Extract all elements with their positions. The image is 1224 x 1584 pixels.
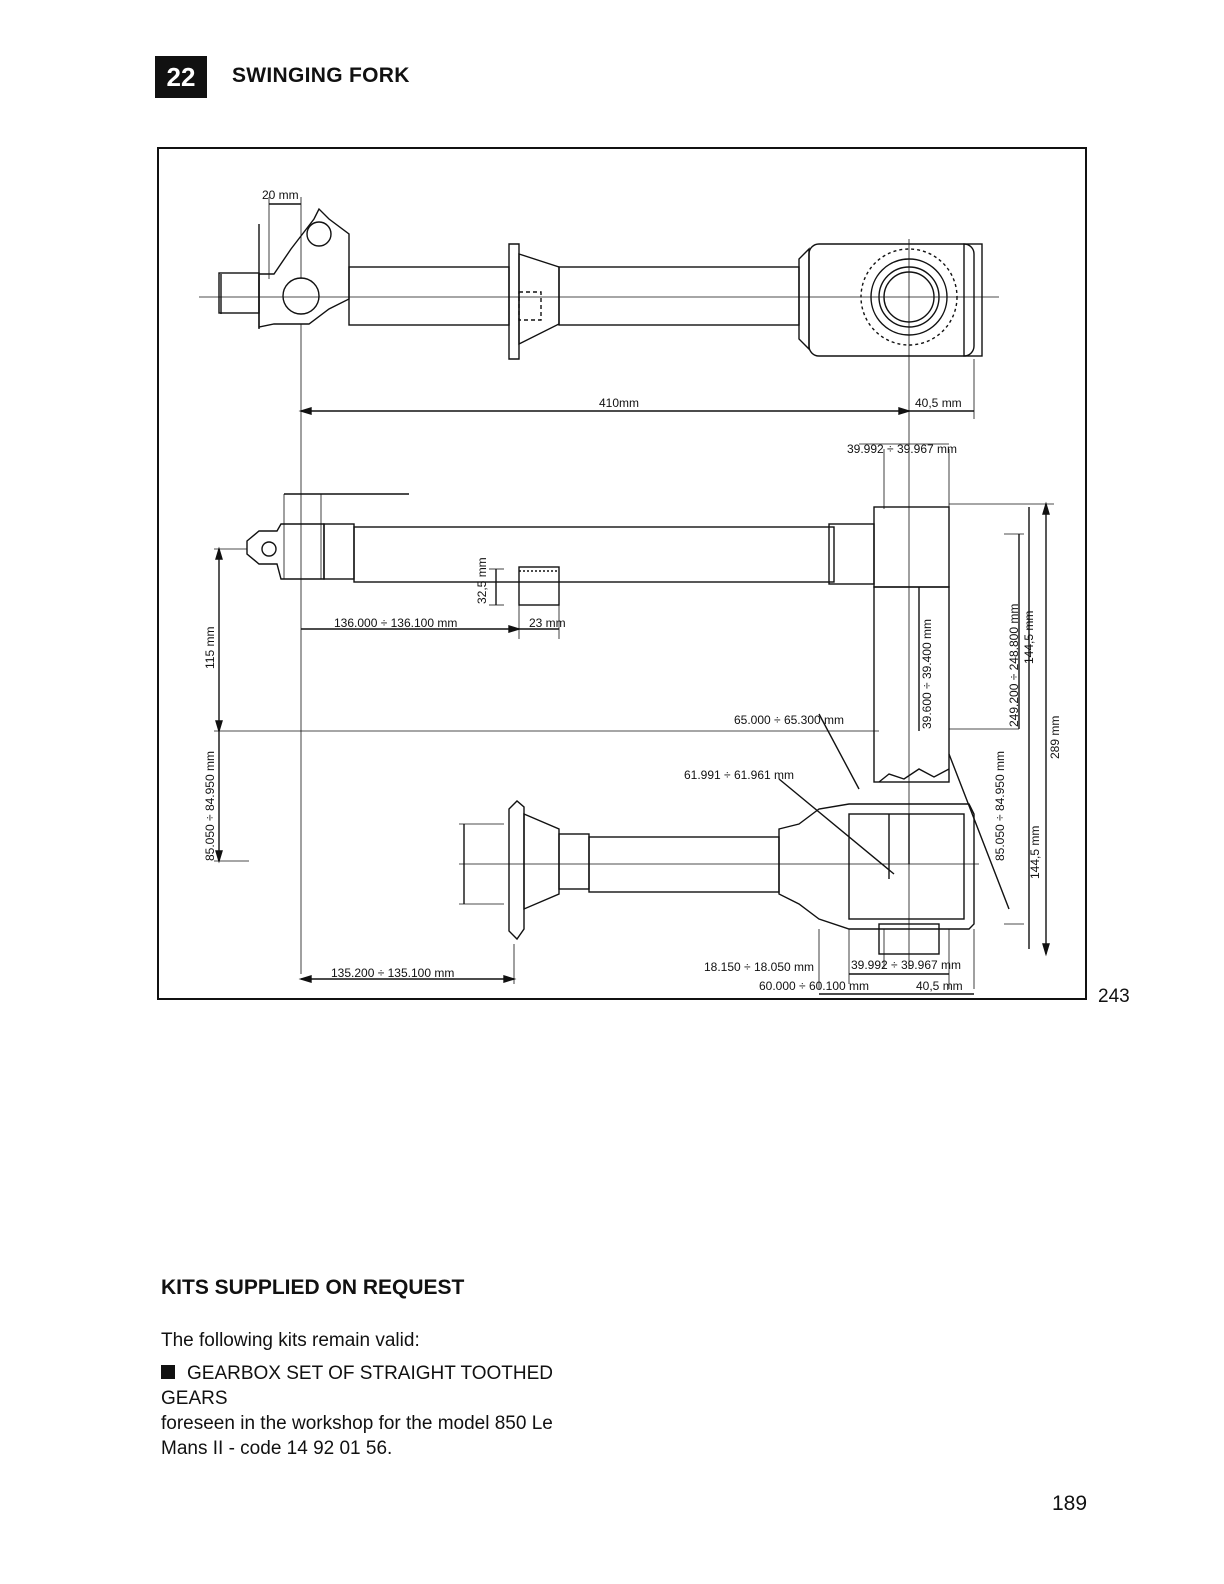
kit-item-description: foreseen in the workshop for the model 8… [161, 1413, 553, 1459]
dim-39992-bottom: 39.992 ÷ 39.967 mm [851, 958, 961, 972]
chapter-title: SWINGING FORK [232, 64, 410, 87]
upper-arm-top-view [199, 207, 999, 360]
bullet-square-icon [161, 1365, 175, 1379]
dim-20mm: 20 mm [262, 188, 299, 202]
dim-144-5-b: 144,5 mm [1028, 826, 1042, 879]
dim-18150: 18.150 ÷ 18.050 mm [704, 960, 814, 974]
figure-number: 243 [1098, 986, 1130, 1007]
dim-65000: 65.000 ÷ 65.300 mm [734, 713, 844, 727]
dim-23: 23 mm [529, 616, 566, 630]
page-number: 189 [1052, 1492, 1088, 1515]
dim-144-5-a: 144,5 mm [1022, 611, 1036, 664]
dim-60000: 60.000 ÷ 60.100 mm [759, 979, 869, 993]
chapter-number-badge: 22 [155, 56, 207, 98]
dim-32-5: 32,5 mm [475, 557, 489, 604]
lower-arm-view [459, 713, 1010, 955]
dim-115: 115 mm [203, 627, 217, 669]
kit-item-title: GEARBOX SET OF STRAIGHT TOOTHED GEARS [161, 1363, 553, 1409]
upper-arm-side-view [246, 493, 950, 783]
dim-410mm: 410mm [599, 396, 639, 410]
dim-135200: 135.200 ÷ 135.100 mm [331, 966, 454, 980]
dim-61991: 61.991 ÷ 61.961 mm [684, 768, 794, 782]
dim-39992-top: 39.992 ÷ 39.967 mm [847, 442, 957, 456]
dim-249200: 249.200 ÷ 248.800 mm [1007, 604, 1021, 727]
kit-list-item: GEARBOX SET OF STRAIGHT TOOTHED GEARS fo… [161, 1361, 601, 1461]
kits-intro: The following kits remain valid: [161, 1330, 420, 1351]
technical-drawing-svg: 20 mm 410mm 40,5 mm 39.992 ÷ 39.967 mm 3… [199, 188, 1062, 995]
dim-85050-left: 85.050 ÷ 84.950 mm [203, 751, 217, 861]
dim-39600: 39.600 ÷ 39.400 mm [920, 619, 934, 729]
swinging-fork-drawing: 20 mm 410mm 40,5 mm 39.992 ÷ 39.967 mm 3… [157, 147, 1087, 1000]
dim-85050-right: 85.050 ÷ 84.950 mm [993, 751, 1007, 861]
dim-136: 136.000 ÷ 136.100 mm [334, 616, 457, 630]
dim-40-5-bottom: 40,5 mm [916, 979, 963, 993]
dim-289: 289 mm [1048, 716, 1062, 759]
dim-40-5-top: 40,5 mm [915, 396, 962, 410]
kits-heading: KITS SUPPLIED ON REQUEST [161, 1276, 465, 1299]
